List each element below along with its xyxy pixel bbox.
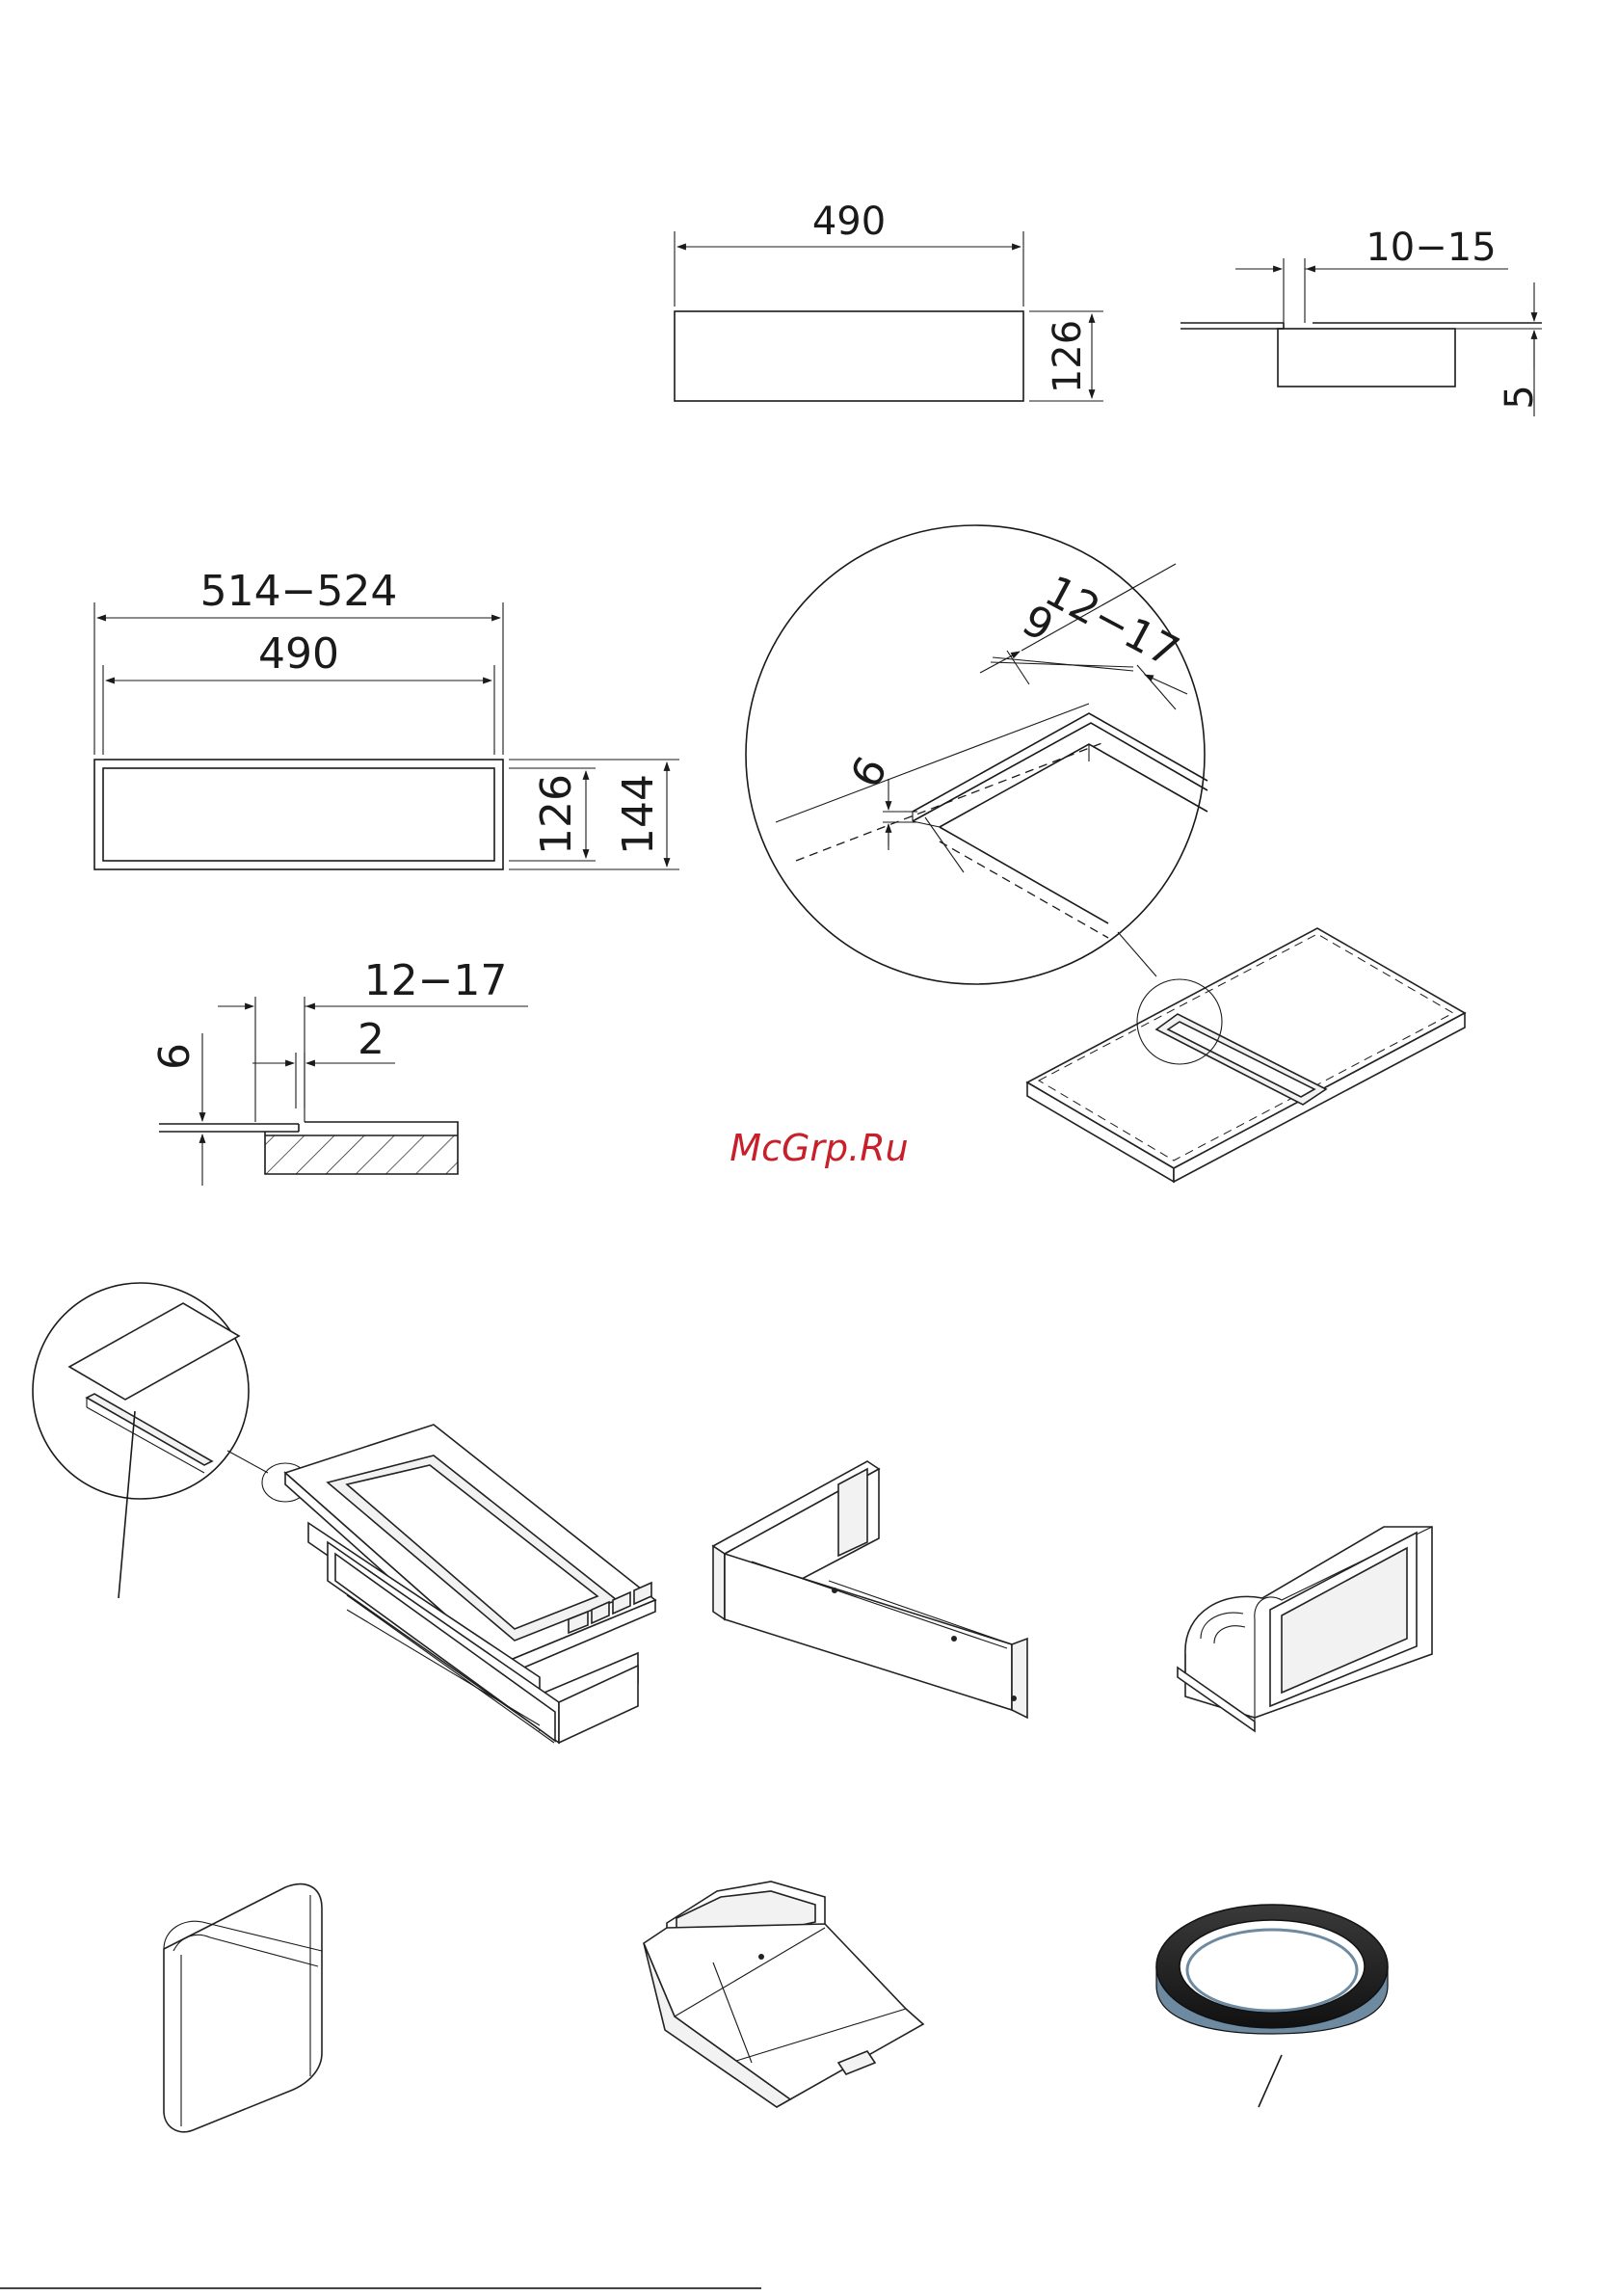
detail-rebate-depth-dimension: 6: [841, 749, 897, 796]
downdraft-hood-unit: [285, 1425, 655, 1743]
detail-rebate-width-dimension: 12−17: [1037, 567, 1186, 678]
flush-cutout-drawing: 514−524 490 126 144: [94, 567, 679, 869]
rebate-width-dimension: 12−17: [364, 956, 508, 1005]
duct-adapter-part: [713, 1461, 1027, 1718]
sealing-tape-roll: [1156, 1905, 1388, 2107]
duct-bend-part: [1178, 1527, 1432, 1731]
inner-cutout-rectangle: [103, 768, 494, 861]
offset-dimension: 10−15: [1366, 226, 1496, 270]
height-dimension: 126: [1046, 320, 1090, 393]
cutout-rectangle: [675, 311, 1023, 401]
rebate-depth-dimension: 6: [150, 1043, 199, 1070]
tape-leader-line: [1259, 2055, 1282, 2107]
outlet-hood-part: [644, 1882, 923, 2107]
worktop-hatched-section: [1278, 329, 1455, 387]
inner-width-dimension: 490: [258, 629, 339, 679]
gap-dimension: 2: [358, 1015, 385, 1064]
inner-height-dimension: 126: [532, 774, 581, 855]
watermark: McGrp.Ru: [729, 1127, 908, 1169]
surface-cutout-drawing: 490 126: [675, 200, 1103, 401]
duct-sleeve-part: [164, 1884, 322, 2132]
outer-height-dimension: 144: [614, 774, 663, 855]
width-dimension: 490: [812, 200, 886, 244]
outer-width-dimension: 514−524: [200, 567, 398, 616]
seal-leader-line: [119, 1411, 135, 1598]
worktop-isometric: [1027, 928, 1465, 1182]
surface-section-drawing: 10−15 5: [1180, 226, 1542, 416]
flush-section-drawing: 12−17 2 6: [150, 956, 528, 1186]
worktop-detail-circle: 12−17 9 6: [746, 525, 1207, 984]
unit-detail-circle: [33, 1283, 308, 1598]
depth-dimension: 5: [1498, 385, 1542, 409]
outer-cutout-rectangle: [94, 760, 503, 869]
detail-inner-offset-dimension: 9: [1014, 596, 1061, 652]
